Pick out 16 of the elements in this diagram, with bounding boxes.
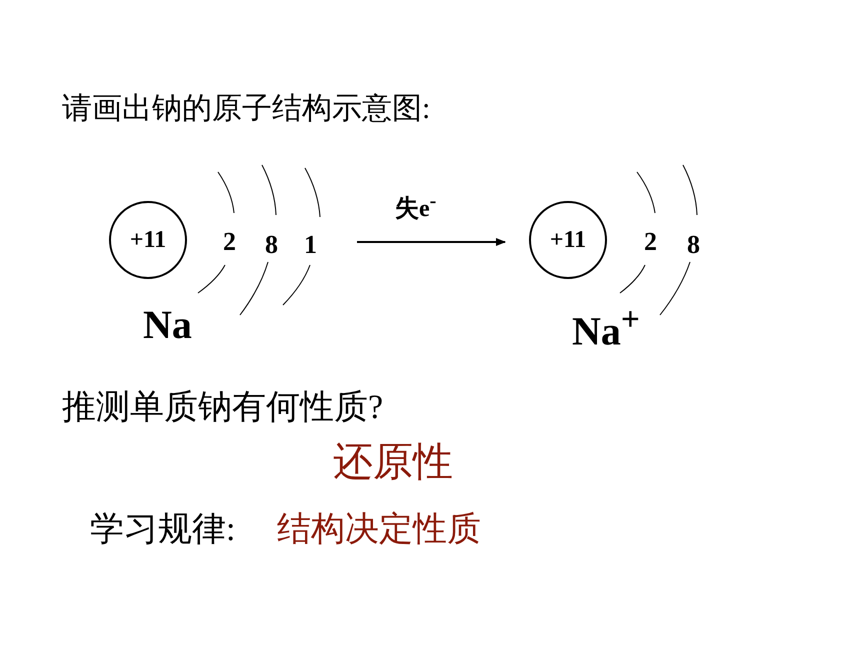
element-symbol: Na	[143, 305, 192, 345]
answer-text: 还原性	[333, 438, 453, 486]
question-text: 推测单质钠有何性质?	[62, 388, 384, 428]
electron-count: 2	[644, 226, 657, 258]
arrow	[357, 238, 506, 246]
electron-count: 2	[223, 226, 236, 258]
rule-label: 学习规律:	[90, 510, 236, 550]
edge-label: 失e$^{-}$	[395, 190, 436, 224]
electron-count: 1	[304, 229, 317, 260]
nucleus-circle: +11	[529, 201, 607, 279]
electron-count: 8	[687, 229, 700, 260]
rule-text: 结构决定性质	[277, 510, 481, 550]
title: 请画出钠的原子结构示意图:	[62, 91, 430, 127]
nucleus-circle: +11	[109, 201, 187, 279]
element-symbol: Na$^{+}$	[572, 303, 640, 352]
electron-count: 8	[265, 229, 278, 260]
